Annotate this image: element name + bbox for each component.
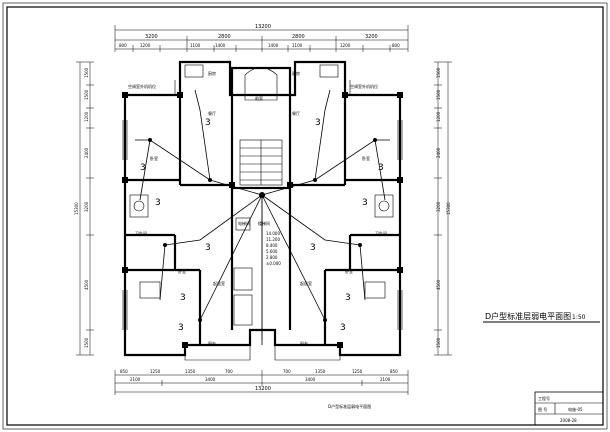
svg-text:3: 3: [178, 323, 184, 333]
svg-text:11.200: 11.200: [266, 237, 280, 242]
note-ac-right: 空调室外机机位: [350, 83, 378, 89]
svg-text:1250: 1250: [352, 369, 363, 374]
top-dim-2: 2800: [218, 34, 231, 40]
room-label-bedroom-right2: 卧室: [345, 268, 353, 274]
svg-text:3: 3: [155, 198, 161, 208]
svg-text:1350: 1350: [315, 369, 326, 374]
title-block: 工程号 图 号 电施-05 2008-28: [534, 391, 604, 426]
sheet-label: 图 号: [538, 406, 547, 412]
svg-text:2100: 2100: [130, 377, 141, 382]
svg-text:1400: 1400: [215, 43, 226, 48]
left-dimensions: 1500 1500 1200 2400 3200 4500 1500 15300: [74, 61, 94, 356]
room-label-living-right: 起居室: [300, 280, 312, 286]
weak-current-wiring: 3 3 3 3 3 3 3 3 3 3 3 3: [135, 89, 390, 345]
svg-text:3: 3: [205, 118, 211, 128]
svg-text:1400: 1400: [268, 43, 279, 48]
svg-text:±0.000: ±0.000: [266, 261, 281, 266]
svg-text:1100: 1100: [190, 43, 201, 48]
svg-text:3: 3: [310, 243, 316, 253]
right-dimensions: 1500 1500 1200 2400 3200 4500 1500 15300: [434, 61, 452, 356]
svg-text:3: 3: [345, 293, 351, 303]
svg-text:1500: 1500: [84, 89, 89, 100]
svg-text:1500: 1500: [436, 89, 441, 100]
svg-text:4500: 4500: [436, 279, 441, 290]
svg-text:2400: 2400: [84, 147, 89, 158]
svg-text:700: 700: [283, 369, 291, 374]
top-dim-3: 2800: [292, 34, 305, 40]
room-label-balcony-left: 阳台: [208, 340, 216, 346]
room-label-elevator: 电梯间: [238, 220, 250, 226]
svg-text:1500: 1500: [84, 67, 89, 78]
svg-text:3: 3: [340, 323, 346, 333]
svg-text:3200: 3200: [436, 201, 441, 212]
bottom-dimensions: 850 1250 1350 700 700 1350 1250 850 2100…: [114, 369, 409, 395]
drawing-title-text: D户型标准层弱电平面图: [485, 311, 571, 321]
svg-text:3200: 3200: [84, 201, 89, 212]
top-dim-4: 3200: [365, 34, 378, 40]
room-label-dining-left: 餐厅: [208, 110, 216, 116]
room-label-bath-left: 卫生间: [135, 230, 147, 236]
top-total-dim: 13200: [255, 24, 271, 30]
svg-text:700: 700: [225, 369, 233, 374]
svg-text:1500: 1500: [436, 67, 441, 78]
svg-text:1100: 1100: [292, 43, 303, 48]
project-no-label: 工程号: [538, 395, 550, 401]
room-label-kitchen-right: 厨房: [292, 70, 300, 76]
svg-text:2100: 2100: [380, 377, 391, 382]
svg-text:3: 3: [362, 198, 368, 208]
svg-text:1500: 1500: [436, 337, 441, 348]
svg-text:14.000: 14.000: [266, 231, 280, 236]
svg-text:8.400: 8.400: [266, 243, 278, 248]
right-total-dim: 15300: [446, 202, 451, 215]
top-dim-1: 3200: [145, 34, 158, 40]
svg-text:2400: 2400: [436, 147, 441, 158]
svg-text:800: 800: [119, 43, 127, 48]
drawing-scale: 1:50: [572, 314, 586, 321]
svg-text:2.800: 2.800: [266, 255, 278, 260]
room-label-dining-right: 餐厅: [292, 110, 300, 116]
svg-text:850: 850: [390, 369, 398, 374]
svg-text:3: 3: [315, 118, 321, 128]
svg-text:1500: 1500: [84, 337, 89, 348]
room-label-shaft: 前室: [255, 95, 263, 101]
svg-text:850: 850: [120, 369, 128, 374]
room-label-bedroom-left2: 卧室: [178, 268, 186, 274]
floor-plan-walls: [122, 60, 403, 361]
room-label-bath-right: 卫生间: [375, 230, 387, 236]
date-value: 2008-28: [560, 418, 577, 423]
room-label-balcony-right: 阳台: [300, 340, 308, 346]
sheet-value: 电施-05: [568, 406, 583, 412]
inner-frame: [6, 6, 604, 426]
bottom-total-dim: 13200: [255, 386, 271, 392]
svg-text:3: 3: [205, 243, 211, 253]
drawing-title: D户型标准层弱电平面图 1:50: [483, 311, 600, 323]
svg-text:3: 3: [180, 293, 186, 303]
room-label-bedroom-right: 卧室: [362, 155, 370, 161]
svg-text:1200: 1200: [436, 111, 441, 122]
room-label-stair: 楼梯间: [258, 220, 270, 226]
svg-text:1200: 1200: [84, 111, 89, 122]
room-label-kitchen-left: 厨房: [208, 70, 216, 76]
svg-text:1200: 1200: [340, 43, 351, 48]
floor-elevations: 14.000 11.200 8.400 5.600 2.800 ±0.000: [266, 231, 281, 266]
svg-text:1200: 1200: [140, 43, 151, 48]
svg-text:1350: 1350: [185, 369, 196, 374]
svg-text:1250: 1250: [150, 369, 161, 374]
svg-text:800: 800: [392, 43, 400, 48]
footer-title: D户型标准层弱电平面图: [328, 403, 371, 409]
left-total-dim: 15300: [74, 202, 79, 215]
top-dimensions: 13200 3200 2800 2800 3200 800 1200 1100 …: [114, 24, 409, 52]
svg-text:5.600: 5.600: [266, 249, 278, 254]
room-label-living-left: 起居室: [213, 280, 225, 286]
room-label-bedroom-left: 卧室: [150, 155, 158, 161]
svg-text:4500: 4500: [84, 279, 89, 290]
svg-text:3: 3: [140, 163, 146, 173]
svg-text:3400: 3400: [205, 377, 216, 382]
note-ac-left: 空调室外机机位: [128, 83, 156, 89]
room-labels: 厨房 厨房 餐厅 餐厅 卧室 卧室 卫生间 卫生间 卧室 卧室 起居室 起居室 …: [128, 70, 387, 346]
svg-text:3400: 3400: [305, 377, 316, 382]
svg-text:3: 3: [378, 163, 384, 173]
